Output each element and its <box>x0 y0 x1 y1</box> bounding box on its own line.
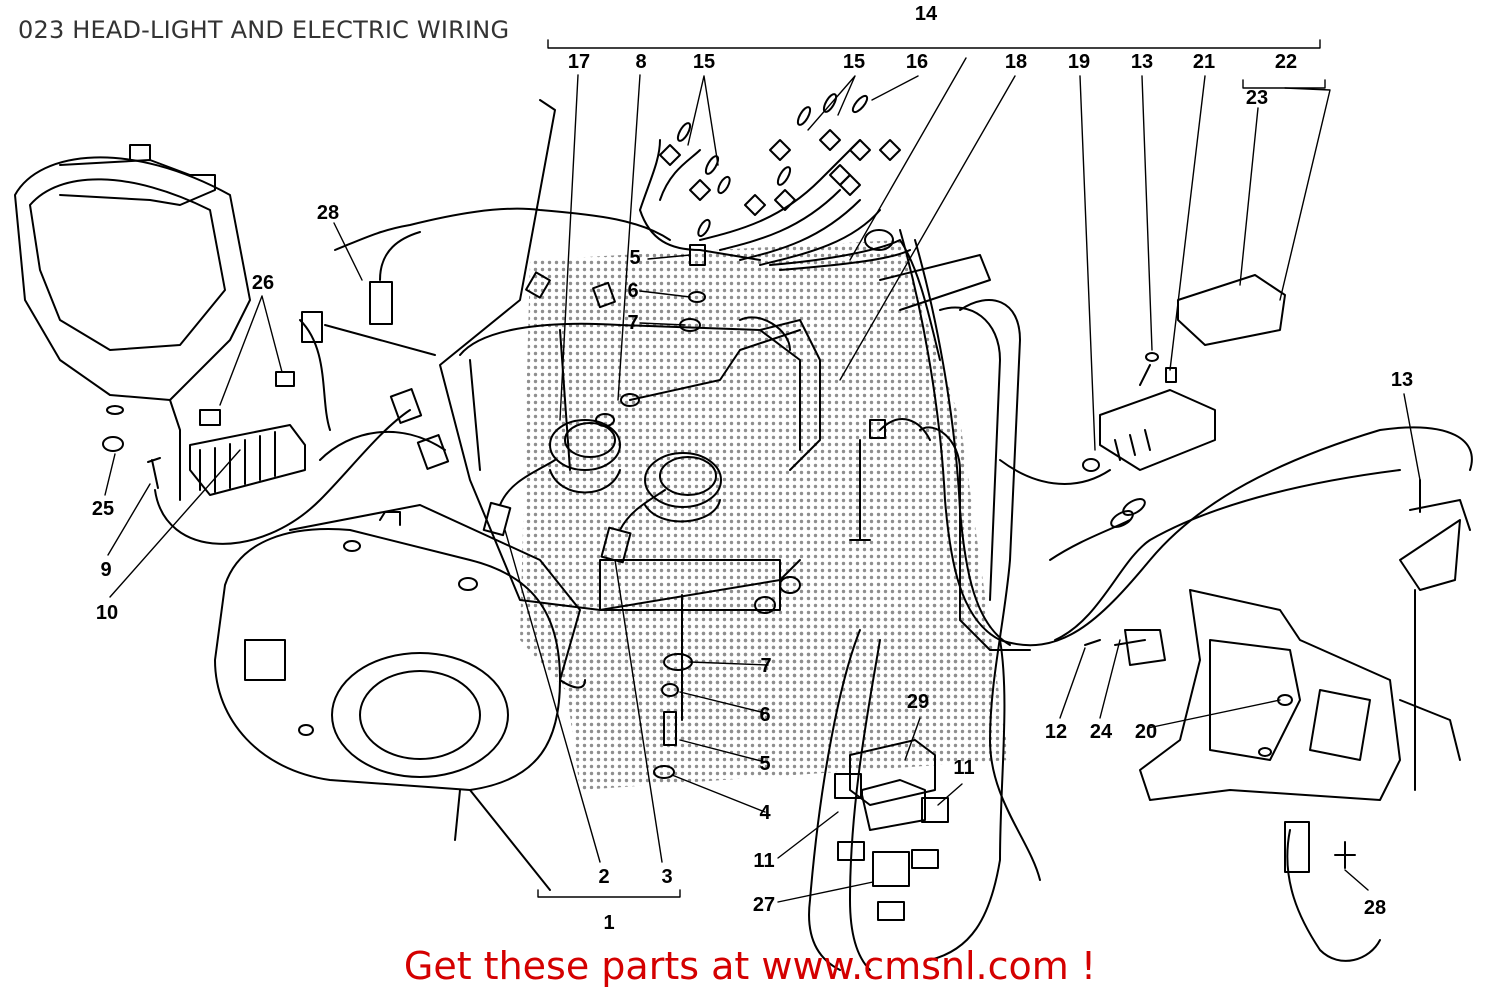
callout-24: 24 <box>1089 721 1113 743</box>
voltage-regulator <box>189 371 306 496</box>
callout-7: 7 <box>627 312 639 334</box>
callout-1: 1 <box>603 912 615 934</box>
callout-11: 11 <box>953 757 975 779</box>
callout-13: 13 <box>1390 369 1414 391</box>
callout-5: 5 <box>629 247 641 269</box>
callout-5: 5 <box>759 753 771 775</box>
bulb-sockets <box>482 271 666 564</box>
callout-23: 23 <box>1245 87 1269 109</box>
instrument-clusters <box>549 316 821 523</box>
upper-fairing-bracket <box>439 99 991 614</box>
callout-7: 7 <box>760 655 772 677</box>
callout-20: 20 <box>1134 721 1158 743</box>
relay-box-and-relays <box>834 739 949 921</box>
right-mounting-bracket <box>1084 589 1461 801</box>
callout-13: 13 <box>1130 51 1154 73</box>
callout-14: 14 <box>914 3 938 25</box>
callout-2: 2 <box>598 866 610 888</box>
diagram-title: 023 HEAD-LIGHT AND ELECTRIC WIRING <box>18 16 510 44</box>
rear-harness <box>1284 821 1381 962</box>
footer-promo-text: Get these parts at www.cmsnl.com ! <box>403 944 1097 988</box>
callout-9: 9 <box>100 559 112 581</box>
callout-28: 28 <box>316 202 340 224</box>
callout-6: 6 <box>759 704 771 726</box>
main-wiring-harness-lower <box>808 229 1473 971</box>
center-bolt-stack-lower <box>653 594 693 779</box>
rubber-grommet-25 <box>102 436 124 452</box>
halftone-watermark <box>520 240 1010 790</box>
screw-9 <box>147 457 161 489</box>
right-connectors <box>1082 274 1471 591</box>
callout-17: 17 <box>567 51 591 73</box>
callout-18: 18 <box>1004 51 1028 73</box>
callout-15: 15 <box>842 51 866 73</box>
main-wiring-harness-upper <box>639 93 941 361</box>
headlight-assembly <box>214 504 586 891</box>
callout-12: 12 <box>1044 721 1068 743</box>
callout-15: 15 <box>692 51 716 73</box>
leader-lines <box>104 39 1421 903</box>
callout-21: 21 <box>1192 51 1216 73</box>
callout-4: 4 <box>759 802 771 824</box>
callout-22: 22 <box>1274 51 1298 73</box>
callout-3: 3 <box>661 866 673 888</box>
left-mounting-frame <box>14 144 251 501</box>
callout-10: 10 <box>95 602 119 624</box>
callout-27: 27 <box>752 894 776 916</box>
callout-19: 19 <box>1067 51 1091 73</box>
callout-25: 25 <box>91 498 115 520</box>
regulator-wiring <box>154 207 671 545</box>
callout-16: 16 <box>905 51 929 73</box>
callout-28: 28 <box>1363 897 1387 919</box>
callout-6: 6 <box>627 280 639 302</box>
callout-29: 29 <box>906 691 930 713</box>
callout-8: 8 <box>635 51 647 73</box>
callout-26: 26 <box>251 272 275 294</box>
callout-11: 11 <box>753 850 775 872</box>
